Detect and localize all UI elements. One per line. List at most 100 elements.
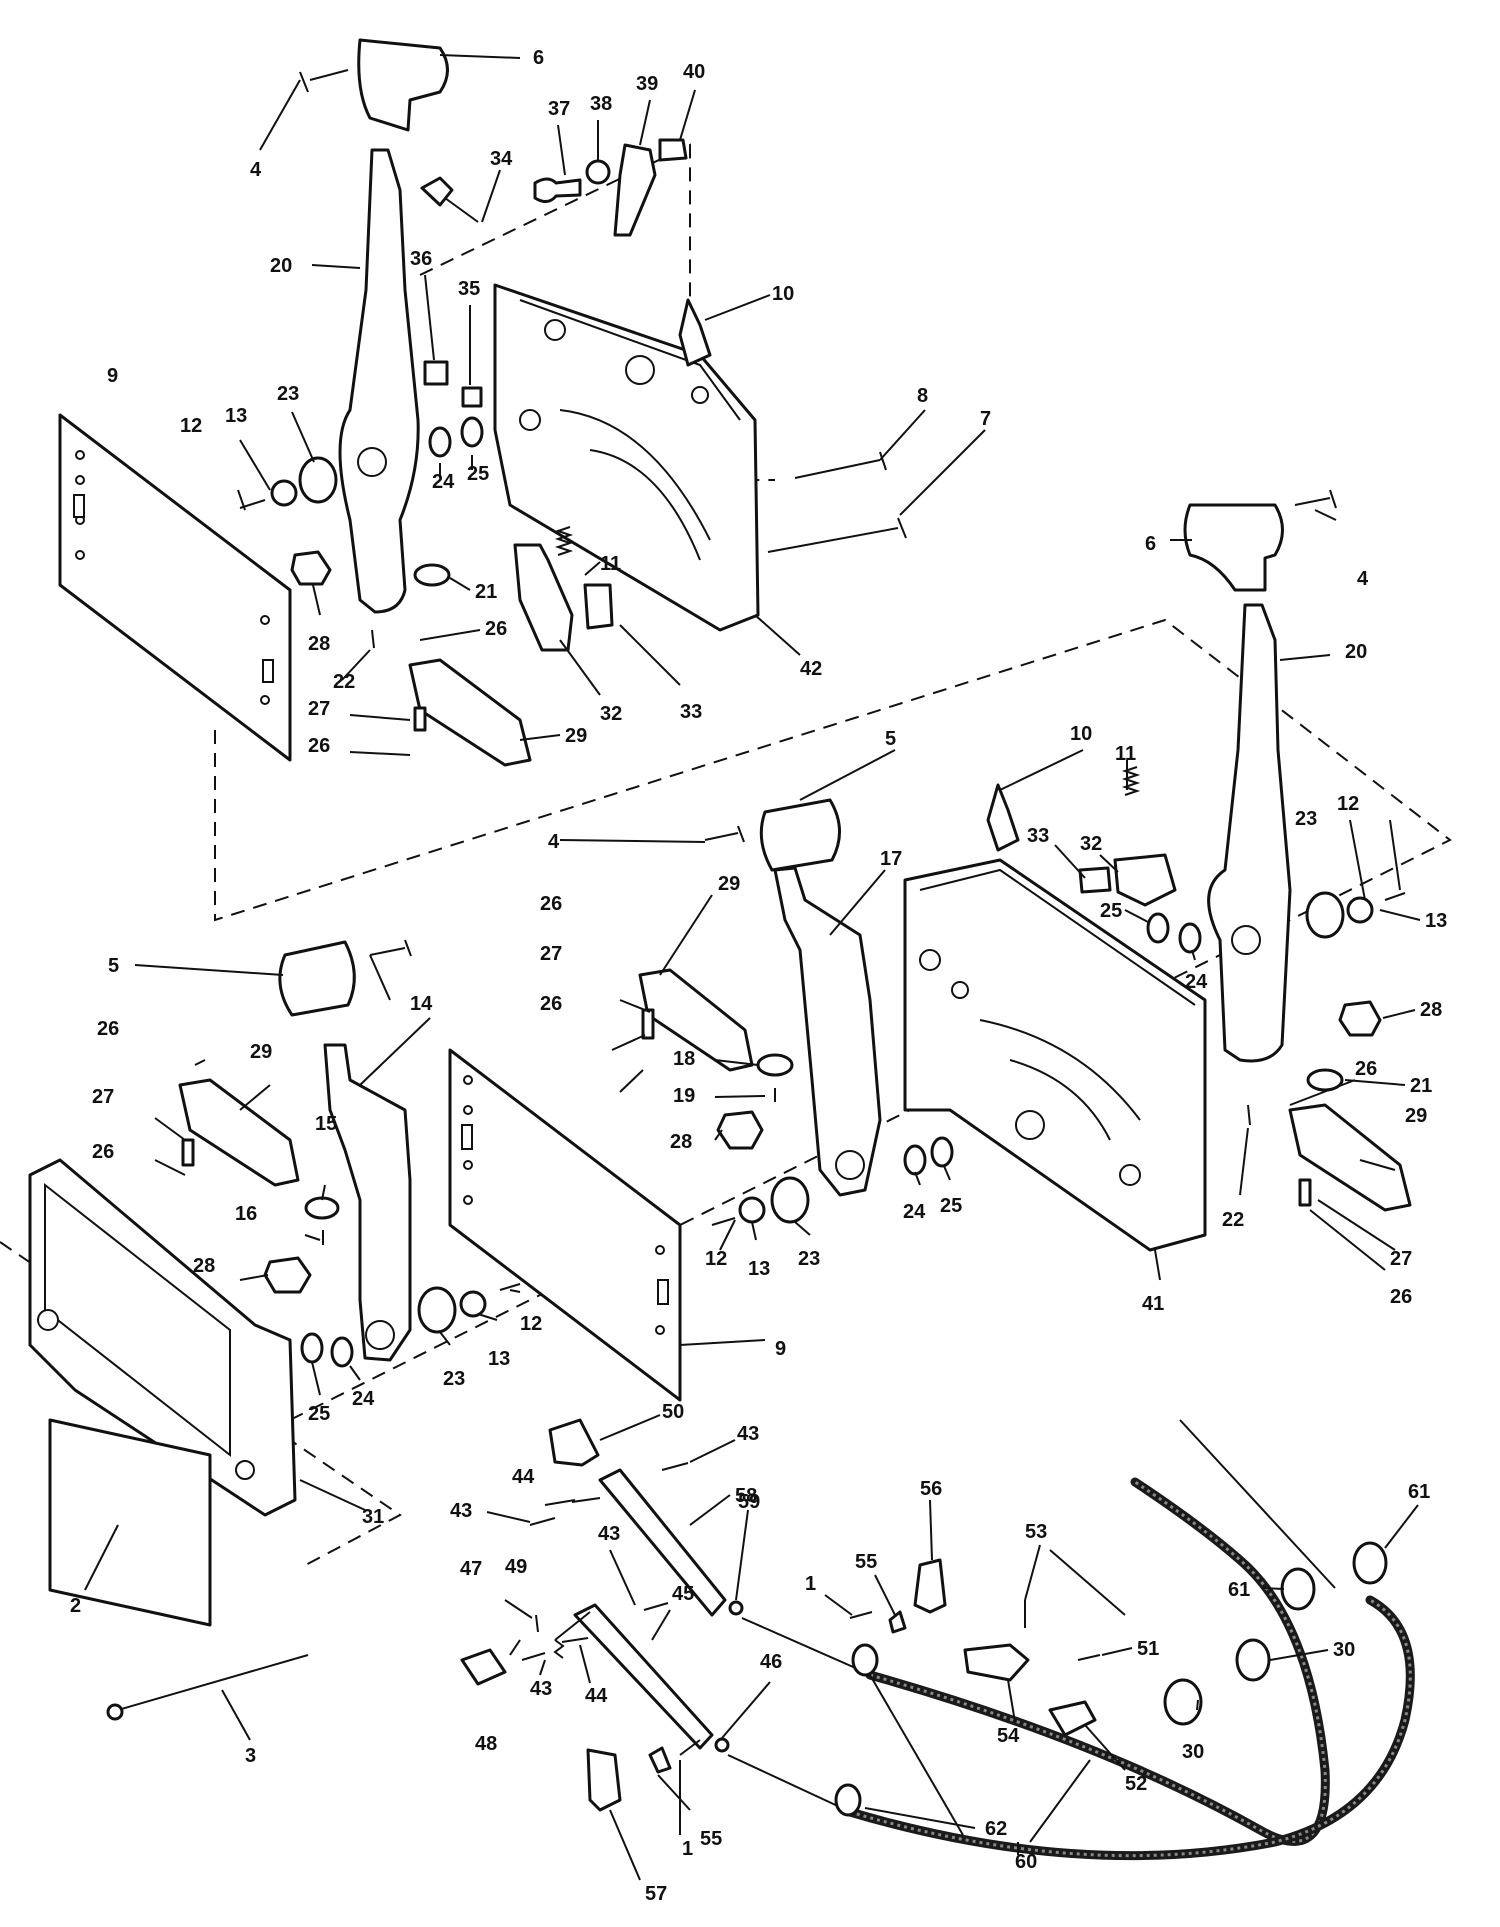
callout-27: 27	[1390, 1248, 1412, 1270]
callout-29: 29	[718, 873, 740, 895]
callout-42: 42	[800, 658, 822, 680]
callout-13: 13	[488, 1348, 510, 1370]
part-62-cable-end-a	[851, 1643, 879, 1677]
part-57-bracket	[586, 1748, 622, 1812]
callout-53: 53	[1025, 1521, 1047, 1543]
part-61-bushing-b	[1352, 1541, 1388, 1585]
callout-numbers: 6 4 37 38 39 40 34 20 36 35 10 8 7 9 12 …	[70, 47, 1447, 1905]
part-27-pin-upper	[413, 706, 427, 732]
part-1-screw-a	[849, 1611, 873, 1619]
callout-9: 9	[107, 365, 118, 387]
callout-22: 22	[1222, 1209, 1244, 1231]
part-29-shift-link-mid	[638, 968, 754, 1072]
callout-1: 1	[682, 1838, 693, 1860]
part-10-detent-upper	[678, 298, 712, 367]
callout-29: 29	[250, 1041, 272, 1063]
part-60-cable-core-a	[741, 1617, 861, 1671]
part-41-control-housing	[903, 858, 1207, 1252]
callout-24: 24	[903, 1201, 926, 1223]
callout-1: 1	[805, 1573, 816, 1595]
callout-46: 46	[760, 1651, 782, 1673]
part-1-screw-b	[679, 1739, 701, 1756]
part-20-lever-right	[1207, 603, 1292, 1063]
callout-10: 10	[1070, 723, 1092, 745]
part-44-pin-lower	[561, 1637, 589, 1643]
callout-25: 25	[940, 1195, 962, 1217]
callout-32: 32	[600, 703, 622, 725]
callout-61: 61	[1228, 1579, 1250, 1601]
part-6-handle-grip	[357, 38, 449, 132]
part-23-bushing-upper	[298, 456, 338, 504]
part-24-washer-mid	[903, 1144, 927, 1176]
part-43-screw-b	[529, 1517, 556, 1526]
part-4-screw-upper	[299, 69, 349, 93]
part-43-screw-c	[643, 1602, 669, 1611]
callout-38: 38	[590, 93, 612, 115]
part-27-pin-mid	[641, 1008, 655, 1040]
part-37-pin	[533, 177, 582, 203]
callout-32: 32	[1080, 833, 1102, 855]
part-12-screw-right	[1384, 892, 1406, 901]
callout-5: 5	[885, 728, 896, 750]
callout-27: 27	[92, 1086, 114, 1108]
part-47-pin	[535, 1614, 539, 1633]
callout-leaders	[84, 54, 1421, 1881]
part-55-clip-b	[648, 1746, 672, 1774]
part-8-screw	[794, 451, 887, 479]
callout-33: 33	[680, 701, 702, 723]
callout-60: 60	[1015, 1851, 1037, 1873]
callout-24: 24	[352, 1388, 375, 1410]
callout-26: 26	[97, 1018, 119, 1040]
part-28-cap-mid	[716, 1110, 764, 1150]
part-28-cap-right	[1338, 1000, 1382, 1037]
callout-2: 2	[70, 1595, 81, 1617]
part-25-washer-upper	[460, 416, 484, 448]
callout-31: 31	[362, 1506, 384, 1528]
part-29-shift-link-upper	[408, 658, 532, 767]
callout-43: 43	[450, 1500, 472, 1522]
callout-49: 49	[505, 1556, 527, 1578]
part-46-o-ring	[714, 1737, 730, 1753]
callout-43: 43	[530, 1678, 552, 1700]
callout-62: 62	[985, 1818, 1007, 1840]
callout-23: 23	[277, 383, 299, 405]
callout-28: 28	[308, 633, 330, 655]
callout-27: 27	[308, 698, 330, 720]
part-55-clip-a	[888, 1610, 907, 1634]
callout-59: 59	[738, 1491, 760, 1513]
callout-8: 8	[917, 385, 928, 407]
part-13-washer-upper	[270, 479, 298, 507]
part-20-lever-left	[338, 148, 420, 614]
callout-43: 43	[598, 1523, 620, 1545]
part-23-bushing-right	[1305, 891, 1345, 939]
part-2-label-plate	[48, 1418, 212, 1627]
part-56-bracket	[913, 1558, 947, 1614]
part-61-bushing-a	[1280, 1567, 1316, 1611]
part-4-screw-mid	[704, 825, 745, 843]
part-13-washer-mid	[738, 1196, 766, 1224]
part-60-cable-core-b	[727, 1754, 843, 1809]
callout-23: 23	[443, 1368, 465, 1390]
part-52-clamp	[1048, 1700, 1097, 1737]
callout-44: 44	[512, 1466, 535, 1488]
callout-26: 26	[540, 893, 562, 915]
callout-25: 25	[467, 463, 489, 485]
callout-22: 22	[333, 671, 355, 693]
part-12-screw-mid	[711, 1217, 736, 1226]
part-9-mounting-plate-mid	[448, 1048, 682, 1402]
callout-43: 43	[737, 1423, 759, 1445]
callout-6: 6	[533, 47, 544, 69]
callout-52: 52	[1125, 1773, 1147, 1795]
part-32-arm-right	[1113, 853, 1177, 907]
middle-control	[28, 798, 954, 1721]
part-15-roller	[304, 1196, 340, 1220]
part-24-washer-upper	[428, 426, 452, 458]
callout-48: 48	[475, 1733, 497, 1755]
part-4-screw-right	[1294, 489, 1337, 509]
callout-35: 35	[458, 278, 480, 300]
part-21-roller-upper	[413, 563, 451, 587]
part-9-mounting-plate-left	[58, 413, 292, 762]
callout-24: 24	[432, 471, 455, 493]
part-33-bushing-upper	[583, 583, 614, 630]
